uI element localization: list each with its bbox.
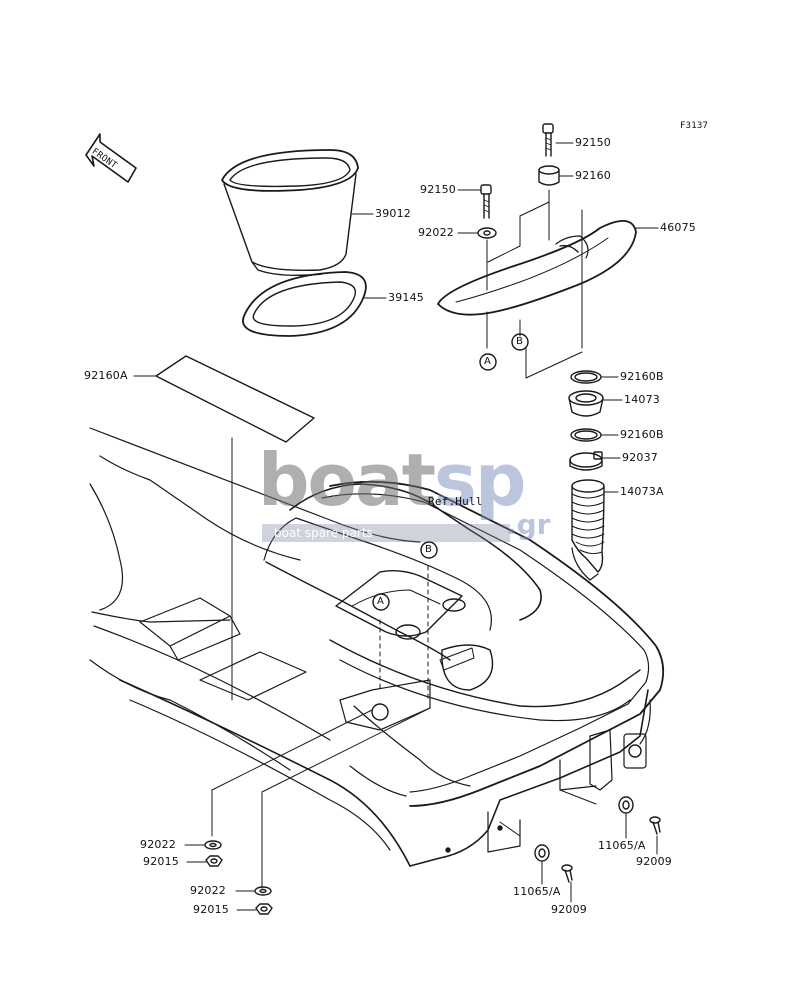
clamp-92037 <box>569 451 603 471</box>
bolt-92150 <box>480 184 492 219</box>
part-label-92022-top[interactable]: 92022 <box>418 226 454 239</box>
front-arrow-icon <box>85 133 137 183</box>
part-label-46075[interactable]: 46075 <box>660 221 696 234</box>
part-label-92015-b[interactable]: 92015 <box>193 903 229 916</box>
o-ring-92160B-upper <box>570 370 602 384</box>
cap-11065A-right <box>618 796 634 814</box>
bolt-92150-top <box>542 123 554 157</box>
part-label-11065A-right[interactable]: 11065/A <box>598 839 646 852</box>
callout-B-top-label: B <box>516 336 524 347</box>
part-label-39145[interactable]: 39145 <box>388 291 424 304</box>
part-label-92160B-lower[interactable]: 92160B <box>620 428 664 441</box>
part-label-39012[interactable]: 39012 <box>375 207 411 220</box>
callout-A-top <box>479 353 497 371</box>
part-label-11065A-bottom[interactable]: 11065/A <box>513 885 561 898</box>
watermark-brand-main: boat <box>258 438 436 522</box>
gasket-39145 <box>242 271 367 337</box>
watermark-brand-sp: sp <box>434 438 526 522</box>
part-label-92022-a[interactable]: 92022 <box>140 838 176 851</box>
watermark-tagline: boat spare parts <box>262 524 510 542</box>
figure-code: F3137 <box>680 121 709 131</box>
part-label-92150[interactable]: 92150 <box>420 183 456 196</box>
callout-B-hull <box>420 541 438 559</box>
part-label-92037[interactable]: 92037 <box>622 451 658 464</box>
nut-92015-b <box>255 903 273 915</box>
cap-11065A-bottom <box>534 844 550 862</box>
part-label-92009-bottom[interactable]: 92009 <box>551 903 587 916</box>
watermark-brand: boatsp <box>258 438 526 522</box>
nut-92015-a <box>205 855 223 867</box>
collar-92160 <box>538 165 560 186</box>
leader-lines <box>211 437 597 889</box>
part-label-14073A[interactable]: 14073A <box>620 485 664 498</box>
label-leaders <box>133 142 659 911</box>
callout-A-hull-label: A <box>377 596 385 607</box>
callout-B-hull-label: B <box>425 544 433 555</box>
part-label-14073[interactable]: 14073 <box>624 393 660 406</box>
watermark-tld: .gr <box>506 508 551 541</box>
storage-bucket-39012 <box>221 149 359 277</box>
callout-B-top <box>511 333 529 351</box>
part-label-92150-top[interactable]: 92150 <box>575 136 611 149</box>
fitting-14073 <box>568 390 604 417</box>
part-label-92009-right[interactable]: 92009 <box>636 855 672 868</box>
washer-92022-a <box>204 840 222 850</box>
handle-46075 <box>437 220 637 316</box>
sticker-92160A <box>155 355 315 443</box>
hose-14073A <box>571 479 605 581</box>
callout-A-hull <box>372 593 390 611</box>
part-label-92160A[interactable]: 92160A <box>84 369 128 382</box>
callout-A-top-label: A <box>484 356 492 367</box>
assembly-lines-handle <box>486 189 583 379</box>
washer-92022-top <box>477 227 497 239</box>
assembly-lines-hull <box>379 565 429 701</box>
screw-92009-bottom <box>561 864 573 883</box>
washer-92022-b <box>254 886 272 896</box>
part-label-92022-b[interactable]: 92022 <box>190 884 226 897</box>
part-label-92160[interactable]: 92160 <box>575 169 611 182</box>
ref-hull-label: Ref.Hull <box>428 495 483 508</box>
o-ring-92160B-lower <box>570 428 602 442</box>
screw-92009-right <box>649 816 661 835</box>
hull-outline <box>89 427 665 867</box>
part-label-92160B-upper[interactable]: 92160B <box>620 370 664 383</box>
part-label-92015-a[interactable]: 92015 <box>143 855 179 868</box>
